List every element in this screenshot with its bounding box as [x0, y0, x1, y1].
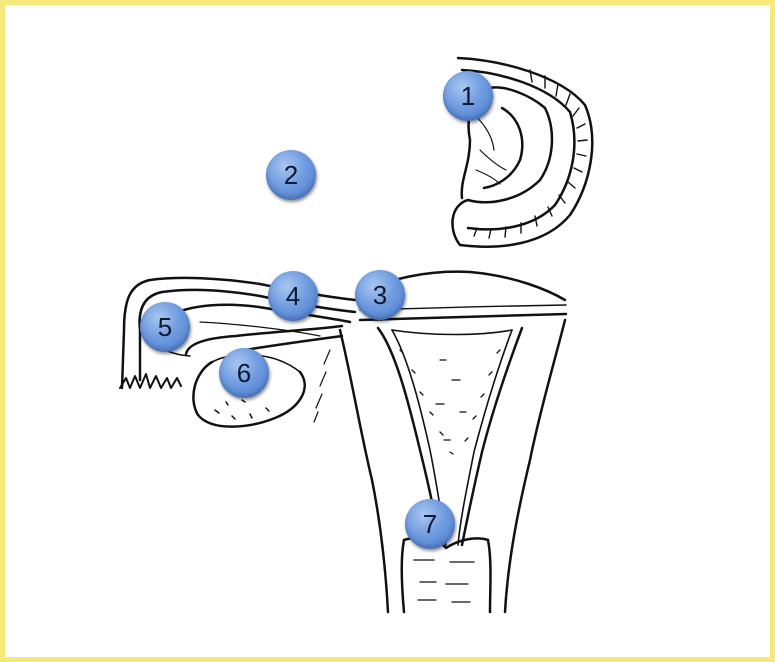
- uterus-body-drawing: [340, 272, 566, 612]
- ligament-drawing: [170, 305, 350, 354]
- marker-3: 3: [355, 270, 405, 320]
- marker-5: 5: [140, 302, 190, 352]
- marker-label: 7: [423, 511, 437, 537]
- marker-label: 6: [237, 360, 251, 386]
- marker-6: 6: [219, 348, 269, 398]
- marker-label: 5: [158, 314, 172, 340]
- marker-2: 2: [266, 150, 316, 200]
- marker-label: 1: [461, 83, 475, 109]
- marker-label: 2: [284, 162, 298, 188]
- broad-ligament-drawing: [314, 350, 330, 422]
- marker-7: 7: [405, 499, 455, 549]
- marker-1: 1: [443, 71, 493, 121]
- marker-4: 4: [268, 271, 318, 321]
- marker-label: 3: [373, 282, 387, 308]
- marker-label: 4: [286, 283, 300, 309]
